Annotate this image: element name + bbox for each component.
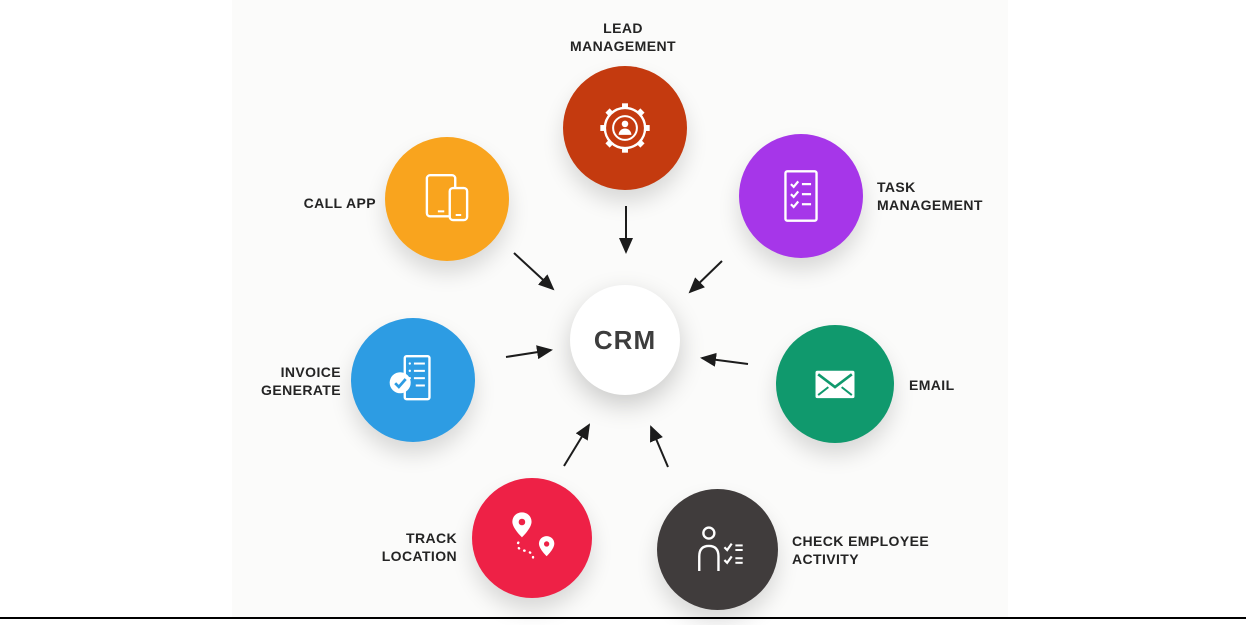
bottom-divider-line bbox=[0, 617, 1246, 619]
crm-center-node: CRM bbox=[570, 285, 680, 395]
email-node bbox=[776, 325, 894, 443]
lead-management-node bbox=[563, 66, 687, 190]
label-line: TASK bbox=[877, 179, 916, 195]
invoice-generate-label: INVOICE GENERATE bbox=[201, 363, 341, 399]
track-location-label: TRACK LOCATION bbox=[317, 529, 457, 565]
label-line: GENERATE bbox=[261, 382, 341, 398]
label-line: LOCATION bbox=[381, 548, 457, 564]
invoice-generate-node bbox=[351, 318, 475, 442]
label-line: TRACK bbox=[406, 530, 457, 546]
lead-management-label: LEAD MANAGEMENT bbox=[523, 19, 723, 55]
call-app-node bbox=[385, 137, 509, 261]
checklist-document-icon bbox=[784, 170, 818, 222]
task-management-node bbox=[739, 134, 863, 258]
employee-checklist-icon bbox=[697, 525, 743, 571]
label-line: MANAGEMENT bbox=[877, 197, 983, 213]
label-line: INVOICE bbox=[280, 364, 341, 380]
gear-person-icon bbox=[600, 103, 650, 153]
tablet-phone-icon bbox=[425, 174, 469, 222]
label-line: CHECK EMPLOYEE bbox=[792, 533, 930, 549]
envelope-icon bbox=[815, 370, 855, 399]
check-employee-activity-label: CHECK EMPLOYEE ACTIVITY bbox=[792, 532, 972, 568]
check-employee-activity-node bbox=[657, 489, 778, 610]
task-management-label: TASK MANAGEMENT bbox=[877, 178, 1057, 214]
label-line: MANAGEMENT bbox=[570, 38, 676, 54]
label-line: CALL APP bbox=[303, 195, 376, 211]
crm-center-label: CRM bbox=[593, 324, 657, 355]
route-pins-icon bbox=[512, 512, 555, 560]
call-app-label: CALL APP bbox=[236, 194, 376, 212]
invoice-check-icon bbox=[389, 355, 431, 401]
track-location-node bbox=[472, 478, 592, 598]
label-line: LEAD bbox=[603, 20, 643, 36]
label-line: ACTIVITY bbox=[792, 551, 859, 567]
email-label: EMAIL bbox=[909, 376, 1009, 394]
label-line: EMAIL bbox=[909, 377, 955, 393]
